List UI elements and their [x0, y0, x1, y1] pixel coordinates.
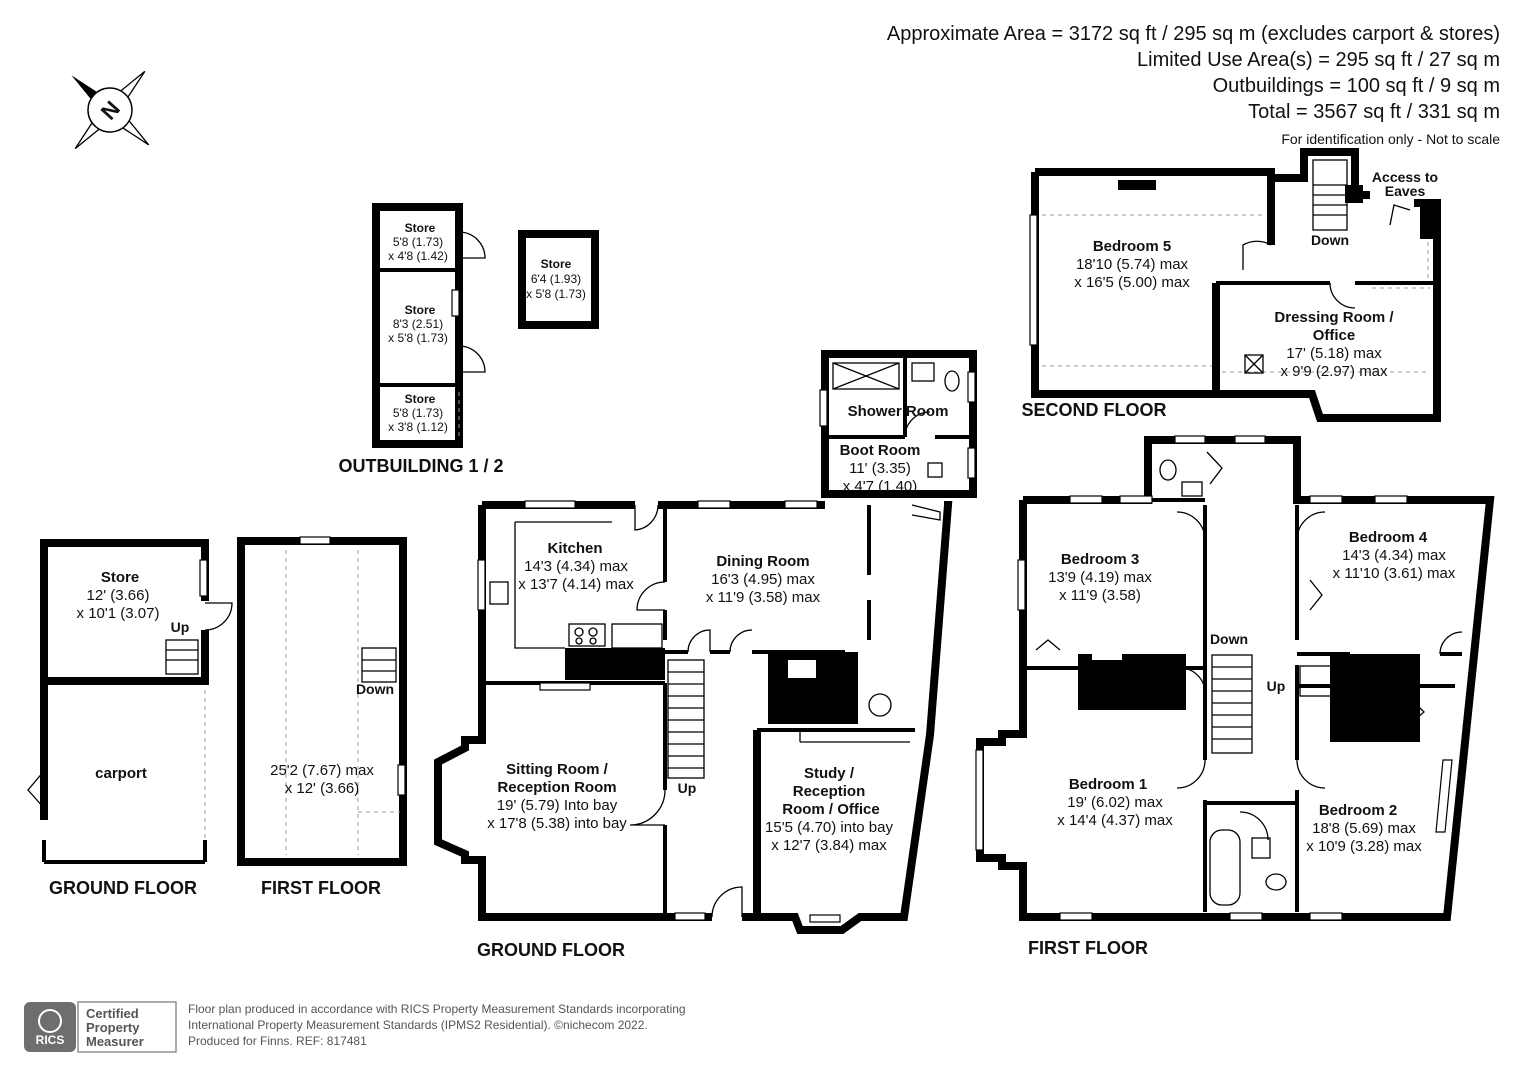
- access-eaves-line1: Access to: [1372, 169, 1438, 185]
- footer-line2: International Property Measurement Stand…: [188, 1018, 648, 1032]
- bed3-dim1: 13'9 (4.19) max: [1048, 569, 1152, 586]
- store2-dim1: 8'3 (2.51): [393, 317, 443, 331]
- outbuilding-stores: [372, 203, 599, 448]
- second-floor-label: SECOND FLOOR: [1021, 400, 1166, 420]
- bed5-name: Bedroom 5: [1093, 238, 1171, 255]
- bed4-dim2: x 11'10 (3.61) max: [1333, 565, 1456, 582]
- store1-dim2: x 4'8 (1.42): [388, 249, 448, 263]
- dressing-dim1: 17' (5.18) max: [1286, 345, 1382, 362]
- boot-dim1: 11' (3.35): [849, 460, 911, 477]
- garage-first-floor: [237, 536, 407, 866]
- cert-line3: Measurer: [86, 1034, 144, 1049]
- main-ground-floor: [434, 350, 977, 934]
- first-down-label: Down: [1210, 631, 1248, 647]
- store2-name: Store: [405, 303, 436, 317]
- main-up-label: Up: [678, 780, 697, 796]
- sitting-name2: Reception Room: [497, 779, 616, 796]
- garage-ground-label: GROUND FLOOR: [49, 878, 197, 898]
- main-first-label: FIRST FLOOR: [1028, 938, 1148, 958]
- bed5-dim2: x 16'5 (5.00) max: [1074, 274, 1190, 291]
- dining-dim2: x 11'9 (3.58) max: [706, 589, 821, 606]
- bed4-name: Bedroom 4: [1349, 529, 1428, 546]
- study-dim1: 15'5 (4.70) into bay: [765, 819, 893, 836]
- bed4-dim1: 14'3 (4.34) max: [1342, 547, 1446, 564]
- sitting-dim1: 19' (5.79) Into bay: [497, 797, 618, 814]
- second-down-label: Down: [1311, 232, 1349, 248]
- compass-icon: [71, 70, 150, 150]
- garage-down-label: Down: [356, 681, 394, 697]
- kitchen-dim1: 14'3 (4.34) max: [524, 558, 628, 575]
- bed2-dim1: 18'8 (5.69) max: [1312, 820, 1416, 837]
- study-dim2: x 12'7 (3.84) max: [771, 837, 887, 854]
- dressing-dim2: x 9'9 (2.97) max: [1280, 363, 1388, 380]
- dining-dim1: 16'3 (4.95) max: [711, 571, 815, 588]
- store4-dim1: 6'4 (1.93): [531, 272, 581, 286]
- shower-name: Shower Room: [848, 403, 949, 420]
- study-name2: Reception: [793, 783, 866, 800]
- total-area-text: Total = 3567 sq ft / 331 sq m: [1248, 101, 1500, 123]
- cert-line1: Certified: [86, 1006, 139, 1021]
- limited-use-text: Limited Use Area(s) = 295 sq ft / 27 sq …: [1137, 49, 1500, 71]
- rics-logo-text: RICS: [36, 1033, 65, 1047]
- store3-name: Store: [405, 392, 436, 406]
- store3-dim2: x 3'8 (1.12): [388, 420, 448, 434]
- area-summary: Approximate Area = 3172 sq ft / 295 sq m…: [887, 23, 1500, 147]
- garage-up-label: Up: [171, 619, 190, 635]
- dining-name: Dining Room: [716, 553, 809, 570]
- bed2-dim2: x 10'9 (3.28) max: [1306, 838, 1422, 855]
- sitting-dim2: x 17'8 (5.38) into bay: [487, 815, 627, 832]
- dressing-name1: Dressing Room /: [1274, 309, 1394, 326]
- store1-name: Store: [405, 221, 436, 235]
- dressing-name2: Office: [1313, 327, 1356, 344]
- kitchen-name: Kitchen: [547, 540, 602, 557]
- store4-dim2: x 5'8 (1.73): [526, 287, 586, 301]
- boot-dim2: x 4'7 (1.40): [843, 478, 918, 495]
- bed3-dim2: x 11'9 (3.58): [1059, 587, 1141, 604]
- rics-badge: [24, 1001, 177, 1053]
- store3-dim1: 5'8 (1.73): [393, 406, 443, 420]
- carport-name: carport: [95, 765, 147, 782]
- study-name3: Room / Office: [782, 801, 880, 818]
- main-first-floor: [975, 435, 1495, 921]
- study-name1: Study /: [804, 765, 855, 782]
- sitting-name1: Sitting Room /: [506, 761, 608, 778]
- bed1-dim1: 19' (6.02) max: [1067, 794, 1163, 811]
- approx-area-text: Approximate Area = 3172 sq ft / 295 sq m…: [887, 23, 1500, 45]
- bed1-dim2: x 14'4 (4.37) max: [1057, 812, 1173, 829]
- second-floor: [1029, 148, 1441, 422]
- bed2-name: Bedroom 2: [1319, 802, 1397, 819]
- garage-first-dim2: x 12' (3.66): [285, 780, 360, 797]
- bed5-dim1: 18'10 (5.74) max: [1076, 256, 1189, 273]
- footer-line1: Floor plan produced in accordance with R…: [188, 1002, 686, 1016]
- bed1-name: Bedroom 1: [1069, 776, 1147, 793]
- bed3-name: Bedroom 3: [1061, 551, 1139, 568]
- store4-name: Store: [541, 257, 572, 271]
- garage-store-dim1: 12' (3.66): [87, 587, 150, 604]
- access-eaves-line2: Eaves: [1385, 183, 1426, 199]
- footer-line3: Produced for Finns. REF: 817481: [188, 1034, 367, 1048]
- first-up-label: Up: [1267, 678, 1286, 694]
- garage-store-dim2: x 10'1 (3.07): [77, 605, 160, 622]
- garage-first-dim1: 25'2 (7.67) max: [270, 762, 374, 779]
- garage-ground-floor: [27, 539, 233, 864]
- garage-store-name: Store: [101, 569, 139, 586]
- main-ground-label: GROUND FLOOR: [477, 940, 625, 960]
- outbuilding-label: OUTBUILDING 1 / 2: [338, 456, 503, 476]
- scale-note: For identification only - Not to scale: [1281, 131, 1500, 147]
- outbuildings-area-text: Outbuildings = 100 sq ft / 9 sq m: [1213, 75, 1500, 97]
- garage-first-label: FIRST FLOOR: [261, 878, 381, 898]
- kitchen-dim2: x 13'7 (4.14) max: [518, 576, 634, 593]
- cert-line2: Property: [86, 1020, 140, 1035]
- boot-name: Boot Room: [840, 442, 921, 459]
- store1-dim1: 5'8 (1.73): [393, 235, 443, 249]
- store2-dim2: x 5'8 (1.73): [388, 331, 448, 345]
